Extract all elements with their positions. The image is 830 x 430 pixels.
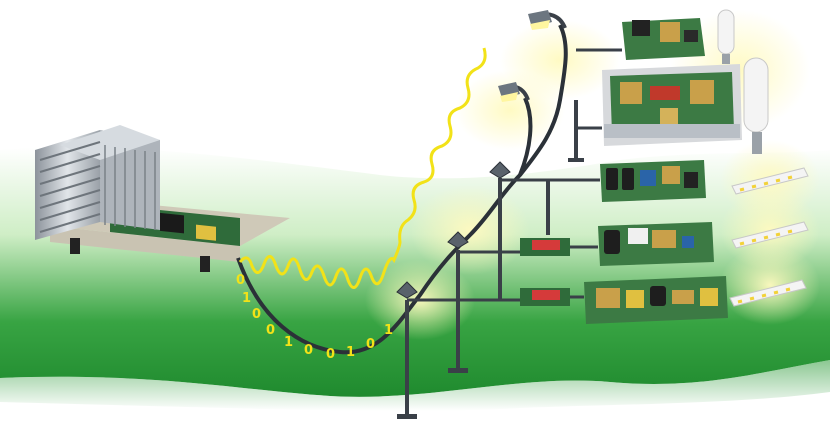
binary-digit: 1	[384, 323, 393, 338]
bulb-icon	[743, 57, 769, 154]
binary-digit: 0	[326, 347, 335, 362]
street-lamp-icon	[528, 10, 567, 30]
support-poles	[405, 100, 578, 418]
pole-bases	[397, 158, 584, 419]
binary-digit: 0	[266, 323, 275, 338]
heatsink	[35, 125, 160, 240]
binary-digit: 1	[284, 335, 293, 350]
driver-board	[622, 18, 705, 60]
signal-module	[520, 238, 598, 256]
controller-module	[35, 125, 290, 272]
binary-digit: 0	[304, 343, 313, 358]
binary-digit: 1	[346, 345, 355, 360]
binary-digit: 1	[242, 291, 251, 306]
signal-module	[520, 288, 584, 306]
binary-digit: 0	[366, 337, 375, 352]
binary-digit: 0	[252, 307, 261, 322]
branch-wires	[407, 48, 622, 302]
driver-board	[598, 222, 714, 266]
bulb-icon	[717, 9, 735, 64]
led-strip	[729, 279, 807, 307]
pole-junctions	[396, 161, 511, 299]
driver-board	[584, 276, 728, 324]
led-strip	[731, 167, 809, 195]
binary-digit: 0	[236, 273, 245, 288]
driver-board	[602, 64, 742, 146]
binary-digits: 0 1 0 0 1 0 0 1 0 1	[236, 273, 393, 362]
driver-board	[600, 160, 706, 202]
signal-wave	[238, 47, 487, 289]
street-lamp-icon	[498, 82, 530, 102]
led-strip	[731, 221, 809, 249]
